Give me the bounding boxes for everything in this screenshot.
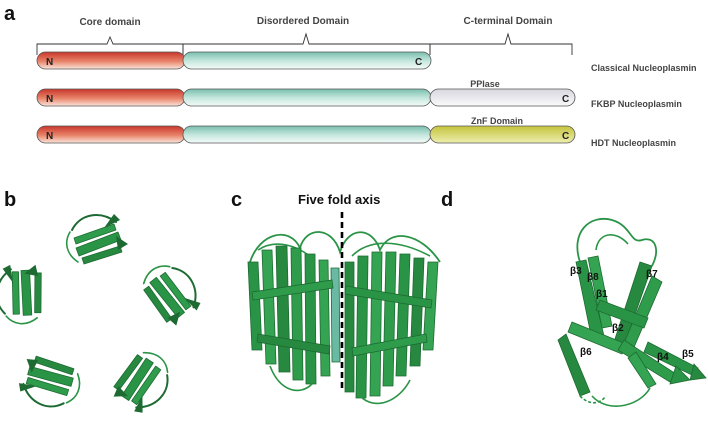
panel-label-a: a bbox=[4, 3, 16, 25]
n-terminus-label: N bbox=[46, 131, 53, 142]
monomer-structure bbox=[557, 218, 707, 407]
domain-braces bbox=[36, 32, 573, 55]
znf-domain-bar bbox=[429, 125, 576, 144]
c-terminus-label: C bbox=[562, 131, 569, 142]
disordered-domain-bar bbox=[182, 88, 432, 107]
disordered-domain-bar bbox=[182, 51, 432, 70]
extra-domain-label: ZnF Domain bbox=[471, 116, 523, 126]
construct-row-hdt: N C ZnF Domain HDT Nucleoplasmin bbox=[36, 116, 676, 148]
panel-label-d: d bbox=[441, 189, 453, 211]
strand-label: β4 bbox=[657, 352, 669, 363]
construct-row-classical: N C Classical Nucleoplasmin bbox=[36, 51, 697, 73]
disordered-domain-header: Disordered Domain bbox=[257, 16, 349, 27]
cterminal-domain-header: C-terminal Domain bbox=[464, 16, 553, 27]
c-terminus-label: C bbox=[562, 94, 569, 105]
pentamer-top-view bbox=[0, 214, 206, 422]
strand-label: β3 bbox=[570, 266, 582, 277]
core-domain-bar bbox=[36, 125, 186, 144]
strand-label: β7 bbox=[646, 269, 658, 280]
strand-label: β1 bbox=[596, 289, 608, 300]
extra-domain-label: PPIase bbox=[470, 79, 500, 89]
strand-label: β5 bbox=[682, 349, 694, 360]
core-domain-header: Core domain bbox=[79, 17, 140, 28]
panel-label-c: c bbox=[231, 189, 242, 211]
panel-label-b: b bbox=[4, 189, 16, 211]
five-fold-axis-title: Five fold axis bbox=[298, 192, 380, 207]
core-domain-bar bbox=[36, 88, 186, 107]
construct-name: Classical Nucleoplasmin bbox=[591, 63, 697, 73]
ppiase-domain-bar bbox=[429, 88, 576, 107]
n-terminus-label: N bbox=[46, 94, 53, 105]
strand-label: β6 bbox=[580, 347, 592, 358]
cterminal-brace bbox=[429, 32, 573, 55]
disordered-domain-bar bbox=[182, 125, 432, 144]
c-terminus-label: C bbox=[415, 57, 422, 68]
construct-name: FKBP Nucleoplasmin bbox=[591, 99, 682, 109]
strand-label: β2 bbox=[612, 323, 624, 334]
strand-label: β8 bbox=[587, 272, 599, 283]
construct-name: HDT Nucleoplasmin bbox=[591, 138, 676, 148]
core-domain-bar bbox=[36, 51, 186, 70]
pentamer-side-view bbox=[247, 231, 441, 405]
strand-labels: β3 β8 β7 β1 β2 β6 β4 β5 bbox=[570, 266, 694, 363]
n-terminus-label: N bbox=[46, 57, 53, 68]
construct-row-fkbp: N C PPIase FKBP Nucleoplasmin bbox=[36, 79, 682, 109]
